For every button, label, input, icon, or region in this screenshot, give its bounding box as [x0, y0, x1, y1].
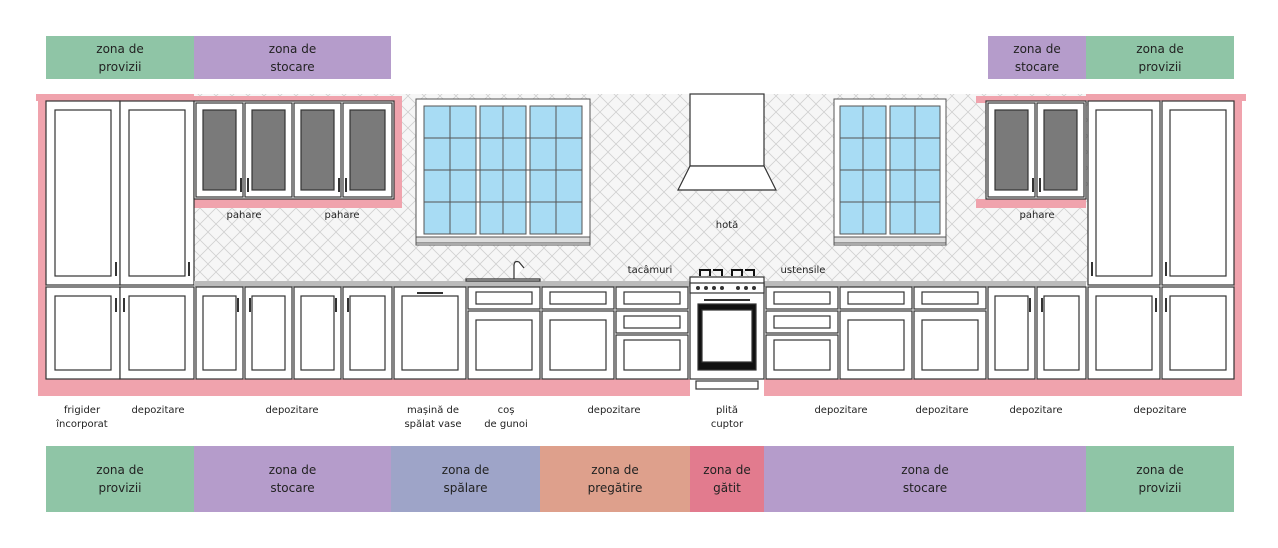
label-depozitare-7: depozitare: [1133, 405, 1187, 416]
label-depozitare-1: depozitare: [131, 405, 185, 416]
range-hood: [677, 93, 777, 191]
label-masina-spalat: mașină de spălat vase: [404, 405, 462, 430]
zone-bottom-provizii-right: zona de provizii: [1086, 446, 1234, 512]
zone-top-stocare-left: zona de stocare: [194, 36, 391, 79]
zone-bottom-spalare: zona de spălare: [391, 446, 540, 512]
upper-cabinets-right: [985, 100, 1087, 200]
zone-bottom-stocare-right: zona de stocare: [764, 446, 1086, 512]
label-pahare-1: pahare: [226, 210, 262, 221]
label-tacamuri: tacâmuri: [627, 265, 673, 276]
sink-faucet: [465, 260, 541, 282]
zone-top-provizii-left: zona de provizii: [46, 36, 194, 79]
label-cos-gunoi: coș de gunoi: [484, 405, 528, 430]
zone-bottom-gatit: zona de gătit: [690, 446, 764, 512]
countertop: [194, 281, 1086, 287]
label-depozitare-3: depozitare: [587, 405, 641, 416]
label-hota: hotă: [715, 220, 739, 231]
label-plita-cuptor: plită cuptor: [710, 405, 744, 430]
label-pahare-3: pahare: [1019, 210, 1055, 221]
zone-bottom-provizii-left: zona de provizii: [46, 446, 194, 512]
label-ustensile: ustensile: [780, 265, 826, 276]
tall-cabinets-left: [45, 100, 195, 380]
accent-outlines: [36, 94, 1246, 396]
zone-bottom-stocare-left: zona de stocare: [194, 446, 391, 512]
label-depozitare-4: depozitare: [814, 405, 868, 416]
label-depozitare-6: depozitare: [1009, 405, 1063, 416]
stove-burners: [699, 269, 755, 276]
base-cabinets: [195, 286, 1087, 380]
tall-cabinets-right: [1087, 100, 1235, 380]
label-depozitare-5: depozitare: [915, 405, 969, 416]
zone-top-provizii-right: zona de provizii: [1086, 36, 1234, 79]
zone-bottom-pregatire: zona de pregătire: [540, 446, 690, 512]
label-frigider: frigider încorporat: [56, 405, 108, 430]
window-right: [833, 98, 947, 246]
zone-top-stocare-right: zona de stocare: [988, 36, 1086, 79]
label-depozitare-2: depozitare: [265, 405, 319, 416]
upper-cabinets-left: [193, 100, 395, 200]
label-pahare-2: pahare: [324, 210, 360, 221]
window-left: [415, 98, 591, 246]
stove-oven: [689, 276, 765, 390]
